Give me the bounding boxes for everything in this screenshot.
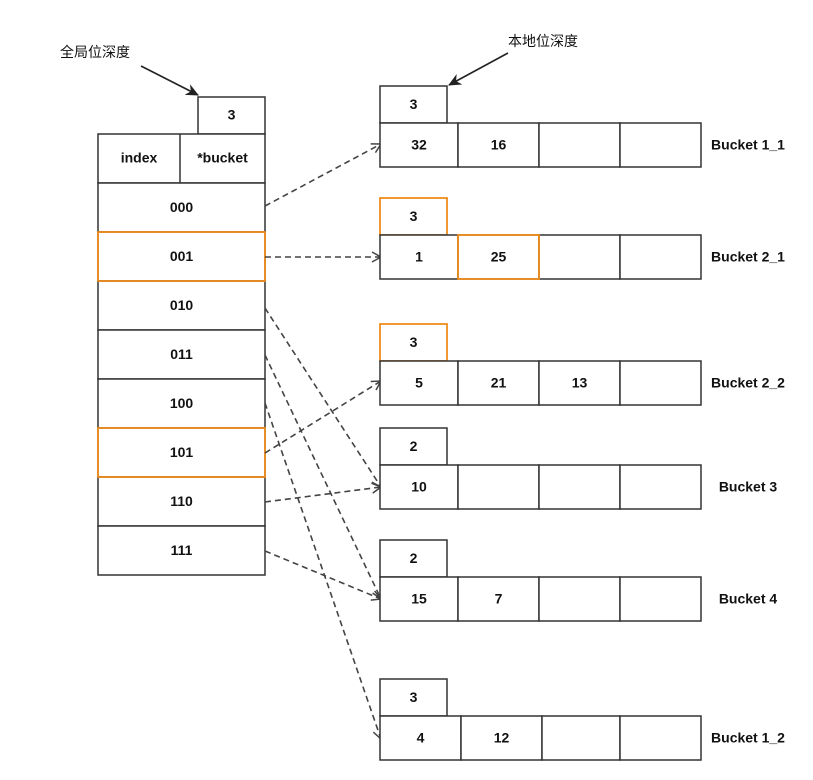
bucket-slot-value: 12 <box>494 730 510 746</box>
bucket-b3: 2 10 Bucket 3 <box>379 427 778 510</box>
pointer-arrows <box>264 143 384 741</box>
bucket-slot-value: 1 <box>415 249 423 265</box>
directory-row-index: 000 <box>170 199 194 215</box>
bucket-slot-value: 32 <box>411 137 427 153</box>
bucket-slot <box>619 715 702 761</box>
pointer-arrow <box>264 354 383 601</box>
bucket-slot-value: 25 <box>491 249 507 265</box>
local-depth-pointer <box>448 52 509 86</box>
local-depth-box <box>379 539 448 578</box>
global-depth-caption: 全局位深度 <box>60 44 130 61</box>
bucket-slot <box>541 715 621 761</box>
pointer-arrow <box>264 307 382 489</box>
bucket-slot-value: 7 <box>495 591 503 607</box>
bucket-b4: 2 15 7 Bucket 4 <box>379 539 778 622</box>
directory-row-index: 110 <box>170 493 193 509</box>
bucket-slot-value: 10 <box>411 479 427 495</box>
bucket-slot <box>379 234 459 280</box>
local-depth-box <box>379 678 448 717</box>
pointer-arrow <box>264 402 384 741</box>
directory-row <box>97 476 266 527</box>
bucket-slot <box>538 360 621 406</box>
local-depth-value: 2 <box>410 550 418 566</box>
directory-row <box>97 280 266 331</box>
bucket-slot-value: 13 <box>572 375 588 391</box>
bucket-b2-2: 3 5 21 13 Bucket 2_2 <box>379 323 785 406</box>
local-depth-value: 3 <box>410 96 418 112</box>
bucket-name: Bucket 2_2 <box>711 375 785 391</box>
bucket-name: Bucket 3 <box>719 479 778 495</box>
bucket-slot <box>457 464 540 510</box>
bucket-slot-value: 16 <box>491 137 507 153</box>
pointer-arrow <box>264 380 383 454</box>
bucket-name: Bucket 4 <box>719 591 778 607</box>
bucket-name: Bucket 1_1 <box>711 137 785 153</box>
local-depth-value: 3 <box>410 689 418 705</box>
pointer-arrow <box>264 550 383 601</box>
directory-row-index: 100 <box>170 395 194 411</box>
pointer-arrow <box>264 482 383 503</box>
directory-row-index: 101 <box>170 444 194 460</box>
directory: 3 index *bucket 000 001 010 011 100 101 110 111 <box>97 96 266 576</box>
header-index: index <box>121 150 158 166</box>
bucket-slot <box>457 122 540 168</box>
bucket-slot <box>379 464 459 510</box>
bucket-slot <box>457 360 540 406</box>
bucket-b2-1: 3 1 25 Bucket 2_1 <box>379 197 785 280</box>
bucket-b1-1: 3 32 16 Bucket 1_1 <box>379 85 785 168</box>
bucket-slot <box>538 234 621 280</box>
local-depth-value: 3 <box>410 334 418 350</box>
global-depth-value: 3 <box>228 107 236 123</box>
bucket-slot <box>619 576 702 622</box>
bucket-slot <box>538 464 621 510</box>
local-depth-value: 2 <box>410 438 418 454</box>
bucket-name: Bucket 2_1 <box>711 249 785 265</box>
header-bucket: *bucket <box>197 150 248 166</box>
bucket-slot-value: 5 <box>415 375 423 391</box>
bucket-slot-value: 4 <box>417 730 425 746</box>
global-depth-pointer <box>140 65 199 96</box>
bucket-slot <box>379 715 462 761</box>
bucket-slot <box>379 360 459 406</box>
bucket-b1-2: 3 4 12 Bucket 1_2 <box>379 678 785 761</box>
local-depth-box <box>379 427 448 466</box>
directory-row-index: 001 <box>170 248 194 264</box>
bucket-slot <box>538 122 621 168</box>
directory-row-index: 011 <box>170 346 193 362</box>
bucket-slot-highlight <box>457 234 540 280</box>
bucket-slot-value: 21 <box>491 375 507 391</box>
directory-row <box>97 329 266 380</box>
bucket-slot <box>379 122 459 168</box>
pointer-arrow <box>264 143 383 207</box>
directory-row <box>97 525 266 576</box>
bucket-slot <box>619 464 702 510</box>
bucket-slot <box>619 234 702 280</box>
bucket-slot-value: 15 <box>411 591 427 607</box>
bucket-slot <box>619 360 702 406</box>
directory-row-index: 010 <box>170 297 194 313</box>
bucket-slot <box>460 715 543 761</box>
directory-row-index: 111 <box>171 542 193 558</box>
bucket-slot <box>619 122 702 168</box>
bucket-name: Bucket 1_2 <box>711 730 785 746</box>
local-depth-box <box>379 85 448 124</box>
local-depth-value: 3 <box>410 208 418 224</box>
bucket-slot <box>538 576 621 622</box>
local-depth-caption: 本地位深度 <box>508 34 578 50</box>
bucket-slot <box>457 576 540 622</box>
directory-header <box>97 133 266 184</box>
global-depth-box <box>197 96 266 135</box>
